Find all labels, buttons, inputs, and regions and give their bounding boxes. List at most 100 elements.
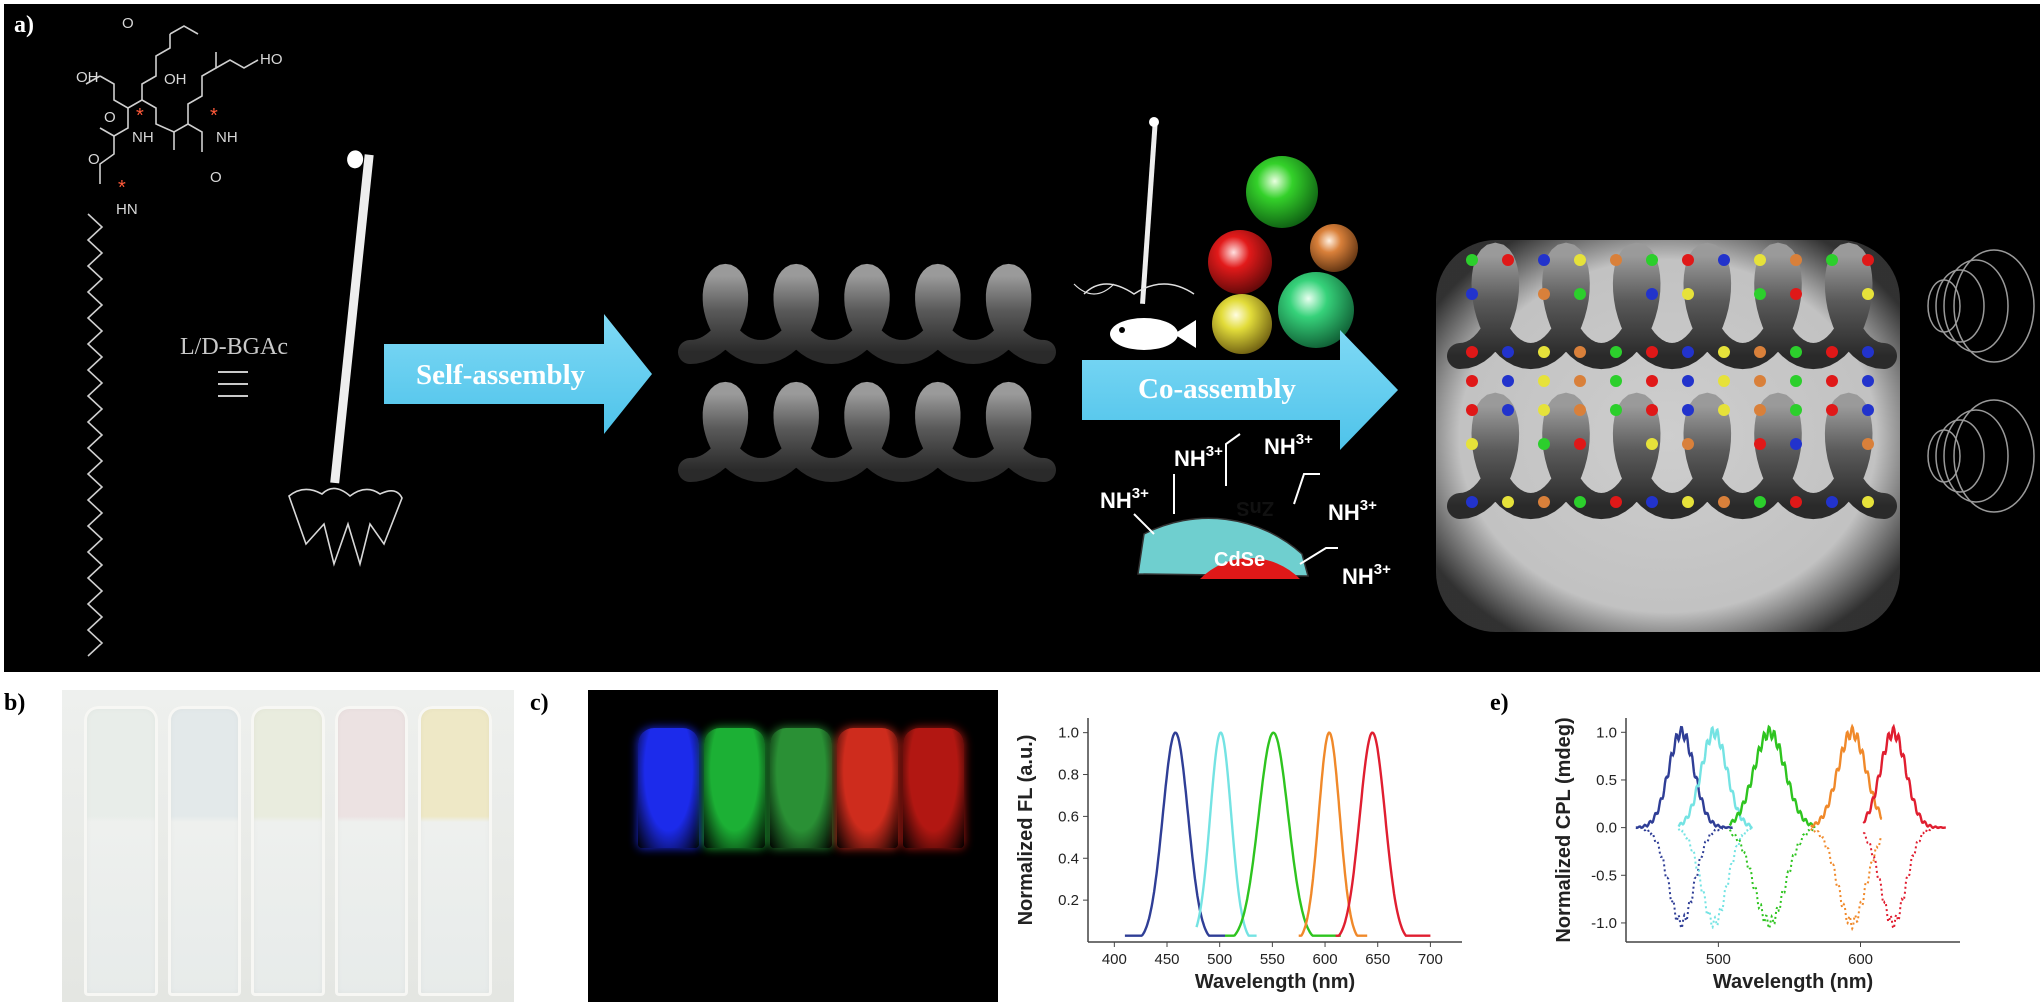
molecule-head — [85, 25, 259, 184]
qd-dot — [1790, 254, 1802, 266]
y-axis-title: Normalized CPL (mdeg) — [1553, 717, 1575, 942]
ligand-2: NH3+ — [1174, 443, 1223, 471]
qd-dot — [1610, 346, 1622, 358]
alkyl-chain — [86, 213, 104, 657]
cuvette-b-1 — [84, 706, 158, 996]
qd-dot — [1826, 346, 1838, 358]
ligand-3: NH3+ — [1264, 431, 1313, 459]
panel-a-scheme: a) — [4, 4, 2040, 672]
qd-dot — [1646, 404, 1658, 416]
cuvette-c-5 — [902, 728, 965, 848]
x-tick-label: 650 — [1365, 951, 1390, 968]
qd-dot — [1862, 496, 1874, 508]
qd-dot — [1574, 375, 1586, 387]
series-line-5 — [1862, 723, 1946, 830]
qd-dot — [1466, 496, 1478, 508]
panel-b-photo — [62, 690, 514, 1002]
qd-dot — [1574, 254, 1586, 266]
x-tick-label: 500 — [1207, 951, 1232, 968]
y-tick-label: -0.5 — [1591, 867, 1617, 884]
qd-dot — [1682, 346, 1694, 358]
series-line-1 — [1635, 725, 1733, 830]
qd-dot — [1646, 254, 1658, 266]
cuvette-c-4 — [836, 728, 898, 848]
mol-label-o4: O — [210, 169, 222, 186]
mol-label-o1: O — [122, 15, 134, 32]
qd-dot — [1682, 404, 1694, 416]
qd-dot — [1754, 404, 1766, 416]
helix-pair — [678, 263, 1056, 483]
ligand-4: NH3+ — [1328, 497, 1377, 525]
qd-dot — [1718, 375, 1730, 387]
qd-dot — [1862, 375, 1874, 387]
mol-label-nh1: NH — [132, 129, 154, 146]
qd-dot — [1466, 404, 1478, 416]
x-tick-label: 600 — [1848, 951, 1873, 968]
qd-sphere-red — [1208, 230, 1272, 294]
fish-cartoon — [1073, 117, 1196, 350]
x-tick-label: 500 — [1706, 951, 1731, 968]
series-line-4 — [1810, 723, 1883, 829]
qd-dot — [1682, 496, 1694, 508]
qd-dot — [1718, 404, 1730, 416]
ligand-1: NH3+ — [1100, 485, 1149, 513]
y-axis-title: Normalized FL (a.u.) — [1015, 735, 1037, 926]
qd-dot — [1790, 288, 1802, 300]
qd-dot — [1718, 346, 1730, 358]
x-axis-title: Wavelength (nm) — [1195, 971, 1355, 993]
x-tick-label: 450 — [1154, 951, 1179, 968]
y-tick-label: 0.0 — [1596, 820, 1617, 837]
qd-dot — [1790, 496, 1802, 508]
qd-dot — [1790, 438, 1802, 450]
amphiphile-name: L/D-BGAc — [180, 334, 288, 360]
co-assembly-arrow: Co-assembly — [1082, 330, 1398, 450]
cuvette-b-2 — [167, 706, 242, 996]
chiral-star-1: * — [136, 105, 144, 127]
qd-dot — [1754, 254, 1766, 266]
qd-dot — [1862, 404, 1874, 416]
series-line-dotted-5 — [1862, 826, 1946, 932]
series-line-4 — [1298, 731, 1368, 937]
cuvette-c-1 — [638, 728, 700, 848]
x-tick-label: 600 — [1313, 951, 1338, 968]
qd-dot — [1682, 438, 1694, 450]
cuvette-c-2 — [704, 728, 766, 848]
mol-label-nh2: NH — [216, 129, 238, 146]
y-tick-label: 0.2 — [1058, 892, 1079, 909]
qd-dot — [1610, 404, 1622, 416]
qd-dot — [1502, 404, 1514, 416]
qd-dot — [1466, 254, 1478, 266]
qd-core-shell: CdSe ZnS NH3+ NH3+ NH3+ NH3+ NH3+ — [1100, 431, 1391, 589]
x-axis-title: Wavelength (nm) — [1713, 971, 1873, 993]
qd-dot — [1754, 496, 1766, 508]
qd-dot — [1502, 375, 1514, 387]
qd-dot — [1574, 346, 1586, 358]
panel-label-b: b) — [4, 690, 26, 716]
qd-dot — [1538, 375, 1550, 387]
y-tick-label: -1.0 — [1591, 915, 1617, 932]
series-line-1 — [1124, 731, 1225, 937]
qd-dot — [1574, 496, 1586, 508]
qd-sphere-green — [1246, 156, 1318, 228]
qd-dot — [1502, 346, 1514, 358]
series-line-dotted-3 — [1728, 827, 1816, 931]
qd-dot — [1862, 254, 1874, 266]
qd-sphere-yellow — [1212, 294, 1272, 354]
qd-dot — [1574, 438, 1586, 450]
series-line-2 — [1195, 731, 1257, 937]
x-tick-label: 400 — [1102, 951, 1127, 968]
y-tick-label: 0.5 — [1596, 772, 1617, 789]
qd-dot — [1538, 254, 1550, 266]
cuvette-b-5 — [418, 706, 492, 996]
series-line-2 — [1677, 725, 1754, 829]
qd-dot — [1502, 254, 1514, 266]
mol-label-ho2: HO — [260, 51, 283, 68]
qd-dot — [1502, 496, 1514, 508]
coassembled-helix — [1436, 240, 2035, 632]
qd-dot — [1466, 288, 1478, 300]
qd-dot — [1826, 404, 1838, 416]
mol-label-oh2: OH — [164, 71, 187, 88]
y-tick-label: 0.8 — [1058, 767, 1079, 784]
